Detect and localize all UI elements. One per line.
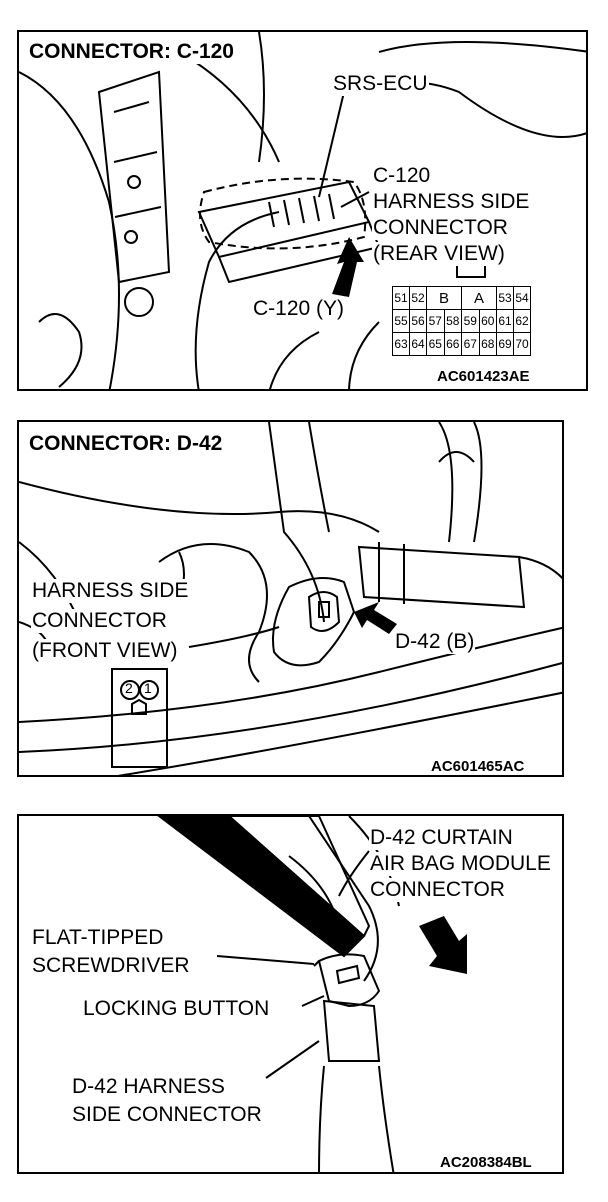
- pin-54: 54: [513, 286, 531, 310]
- screwdriver-line-1: FLAT-TIPPED: [31, 926, 165, 950]
- d42-harness-side-line-2: SIDE CONNECTOR: [71, 1103, 263, 1127]
- pull-direction-arrow: [419, 916, 467, 974]
- pin-65: 65: [426, 332, 445, 356]
- pin-51: 51: [392, 286, 410, 310]
- module-line-1: D-42 CURTAIN: [369, 826, 514, 850]
- pin-63: 63: [392, 332, 410, 356]
- locking-button-label: LOCKING BUTTON: [82, 997, 271, 1021]
- module-line-3: CONNECTOR: [369, 878, 506, 902]
- pin-70: 70: [513, 332, 531, 356]
- c120-title: CONNECTOR: C-120: [27, 40, 236, 64]
- pin-68: 68: [478, 332, 497, 356]
- d42-illustration: [19, 422, 562, 775]
- srs-ecu-label: SRS-ECU: [332, 72, 429, 96]
- pin-a: A: [461, 286, 497, 310]
- d42-harness-line-3: (FRONT VIEW): [31, 639, 179, 663]
- c120-pinout: 51 52 B A 53 54 55 56 57 58 59 60 61 62 …: [392, 286, 531, 356]
- c120-figure-code: AC601423AE: [437, 368, 530, 385]
- pin-60: 60: [478, 309, 497, 333]
- pin-b: B: [426, 286, 462, 310]
- arrow-to-d42-connector: [354, 602, 397, 634]
- module-line-2: AIR BAG MODULE: [369, 852, 552, 876]
- pin-59: 59: [461, 309, 480, 333]
- d42-title: CONNECTOR: D-42: [27, 432, 225, 456]
- c120-harness-line-4: (REAR VIEW): [372, 242, 506, 266]
- panel-d42: CONNECTOR: D-42 HARNESS SIDE CONNECTOR (…: [17, 420, 564, 777]
- pin-64: 64: [409, 332, 427, 356]
- d42-harness-side-line-1: D-42 HARNESS: [71, 1075, 226, 1099]
- c120-harness-line-2: HARNESS SIDE: [372, 190, 531, 214]
- pin-57: 57: [426, 309, 445, 333]
- c120-harness-line-3: CONNECTOR: [372, 216, 509, 240]
- pin-53: 53: [496, 286, 514, 310]
- pin-56: 56: [409, 309, 427, 333]
- pin-67: 67: [461, 332, 480, 356]
- pin-55: 55: [392, 309, 410, 333]
- d42-pin-1: 1: [144, 680, 152, 696]
- panel-d42-release: D-42 CURTAIN AIR BAG MODULE CONNECTOR FL…: [17, 814, 564, 1174]
- pin-66: 66: [443, 332, 462, 356]
- pin-52: 52: [409, 286, 427, 310]
- d42-connector-id: D-42 (B): [394, 630, 476, 654]
- pin-61: 61: [496, 309, 514, 333]
- pin-58: 58: [443, 309, 462, 333]
- pin-62: 62: [513, 309, 531, 333]
- screwdriver-line-2: SCREWDRIVER: [31, 954, 191, 978]
- d42-pin-2: 2: [125, 680, 133, 696]
- d42-harness-line-2: CONNECTOR: [31, 609, 168, 633]
- d42-figure-code: AC601465AC: [431, 758, 525, 775]
- arrow-to-connector: [332, 237, 364, 297]
- d42-release-figure-code: AC208384BL: [440, 1154, 532, 1171]
- pin-69: 69: [496, 332, 514, 356]
- d42-harness-line-1: HARNESS SIDE: [31, 579, 190, 603]
- c120-connector-id: C-120 (Y): [252, 297, 346, 321]
- c120-harness-line-1: C-120: [372, 164, 432, 188]
- panel-c120: CONNECTOR: C-120 SRS-ECU C-120 HARNESS S…: [17, 30, 588, 391]
